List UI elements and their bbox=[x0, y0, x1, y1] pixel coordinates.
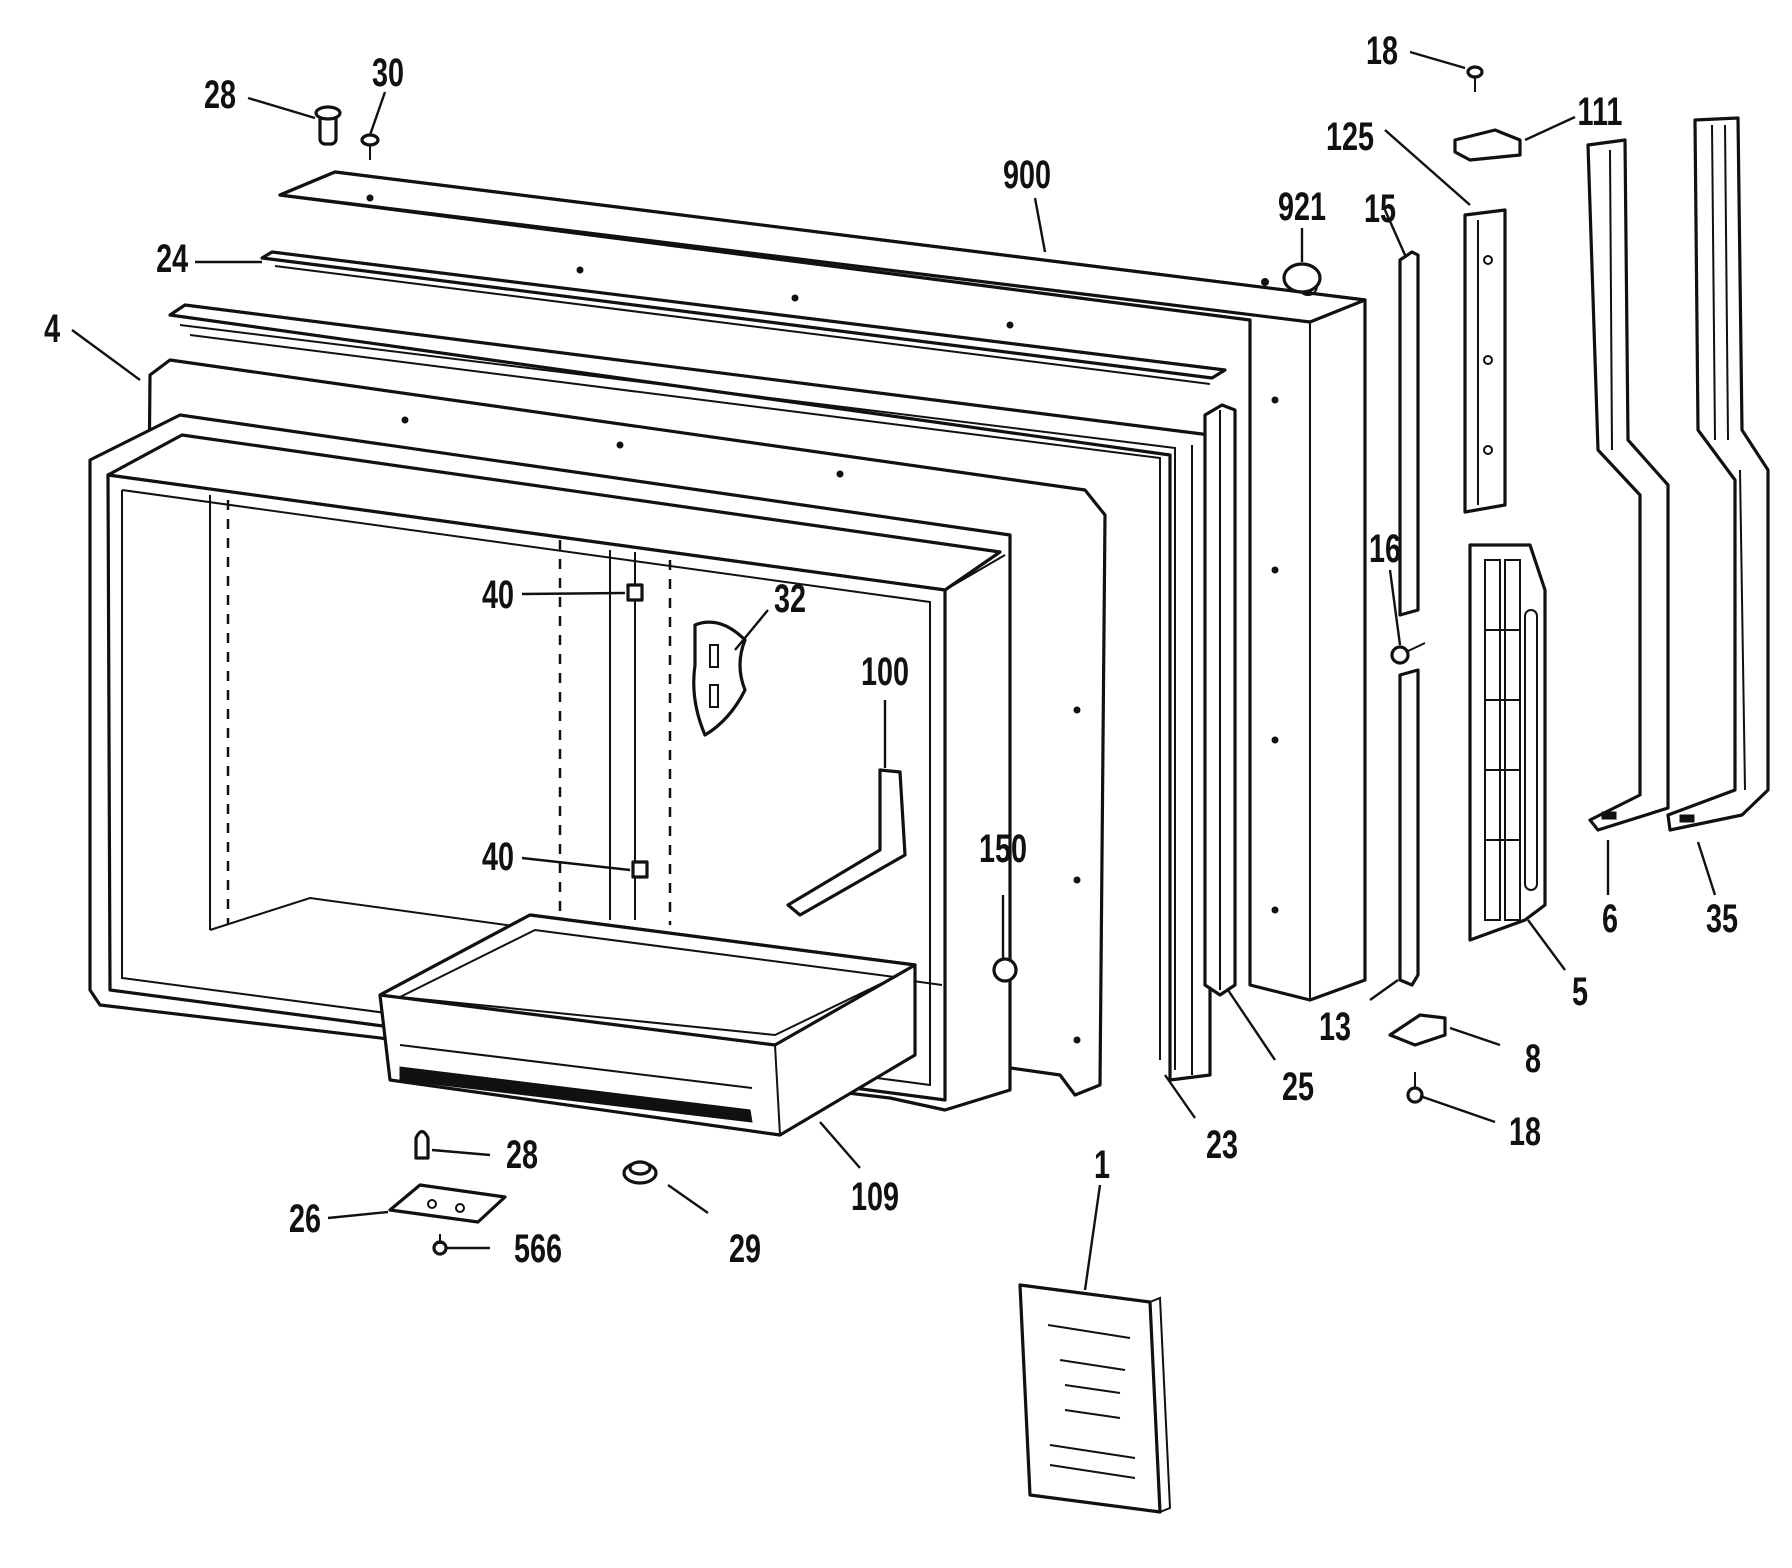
callout-4: 4 bbox=[44, 306, 61, 351]
hinge-bracket-8 bbox=[1388, 1013, 1447, 1047]
instruction-booklet bbox=[1018, 1283, 1172, 1514]
hinge-plate-26 bbox=[388, 1183, 507, 1224]
callout-26: 26 bbox=[289, 1196, 321, 1241]
callout-40-upper: 40 bbox=[482, 572, 514, 617]
screw-18-top bbox=[1466, 65, 1484, 92]
pin-28-top bbox=[314, 105, 342, 146]
callout-labels: 28 30 24 4 900 921 15 125 18 111 16 40 3… bbox=[44, 28, 1738, 1271]
callout-32: 32 bbox=[774, 576, 806, 621]
callout-30: 30 bbox=[372, 50, 404, 95]
leader-lines bbox=[71, 50, 1717, 1291]
callout-100: 100 bbox=[861, 649, 909, 694]
shelf-slots bbox=[226, 500, 672, 925]
door-handle bbox=[1586, 138, 1670, 832]
callout-125: 125 bbox=[1326, 114, 1374, 159]
screw-18-bottom bbox=[1406, 1072, 1424, 1104]
door-gasket bbox=[168, 303, 1212, 1082]
handle-cover bbox=[1666, 116, 1770, 832]
top-hinge-111 bbox=[1453, 128, 1522, 162]
callout-13: 13 bbox=[1319, 1004, 1351, 1049]
callout-25: 25 bbox=[1282, 1064, 1314, 1109]
outer-door-panel bbox=[278, 170, 1367, 1002]
shelf-bracket bbox=[786, 768, 907, 917]
plug-921 bbox=[1282, 262, 1322, 294]
callout-40-lower: 40 bbox=[482, 834, 514, 879]
callout-23: 23 bbox=[1206, 1122, 1238, 1167]
side-trim bbox=[1203, 403, 1237, 997]
callout-24: 24 bbox=[156, 236, 189, 281]
grille-panel bbox=[1468, 543, 1547, 942]
callout-921: 921 bbox=[1278, 184, 1326, 229]
callout-6: 6 bbox=[1602, 896, 1618, 941]
retainer-clip-upper bbox=[626, 583, 644, 602]
trim-strip-upper bbox=[1398, 250, 1420, 617]
callout-35: 35 bbox=[1706, 896, 1738, 941]
callout-111: 111 bbox=[1578, 89, 1623, 134]
callout-8: 8 bbox=[1525, 1036, 1541, 1081]
screw-566 bbox=[432, 1234, 448, 1256]
callout-15: 15 bbox=[1364, 186, 1396, 231]
callout-28-top: 28 bbox=[204, 72, 236, 117]
hinge-plate bbox=[1463, 208, 1507, 514]
storage-basket bbox=[378, 913, 917, 1137]
door-stop-pin bbox=[992, 957, 1018, 983]
callout-566: 566 bbox=[514, 1226, 562, 1271]
callout-150: 150 bbox=[979, 826, 1027, 871]
pin-28-bottom bbox=[414, 1129, 430, 1160]
callout-28-bottom: 28 bbox=[506, 1132, 538, 1177]
callout-109: 109 bbox=[851, 1174, 899, 1219]
breaker-strip bbox=[260, 250, 1227, 385]
callout-16: 16 bbox=[1369, 526, 1401, 571]
callout-900: 900 bbox=[1003, 152, 1051, 197]
retainer-clip-lower bbox=[631, 860, 649, 879]
callout-5: 5 bbox=[1572, 969, 1588, 1014]
callout-1: 1 bbox=[1094, 1142, 1110, 1187]
screw-30 bbox=[360, 133, 380, 160]
cutaway-detail bbox=[692, 620, 747, 737]
callout-18-bottom: 18 bbox=[1509, 1109, 1541, 1154]
callout-29: 29 bbox=[729, 1226, 761, 1271]
screw-16 bbox=[1390, 642, 1426, 665]
cap-29 bbox=[622, 1160, 658, 1185]
trim-strip-lower bbox=[1398, 668, 1420, 987]
callout-18-top: 18 bbox=[1366, 28, 1398, 73]
